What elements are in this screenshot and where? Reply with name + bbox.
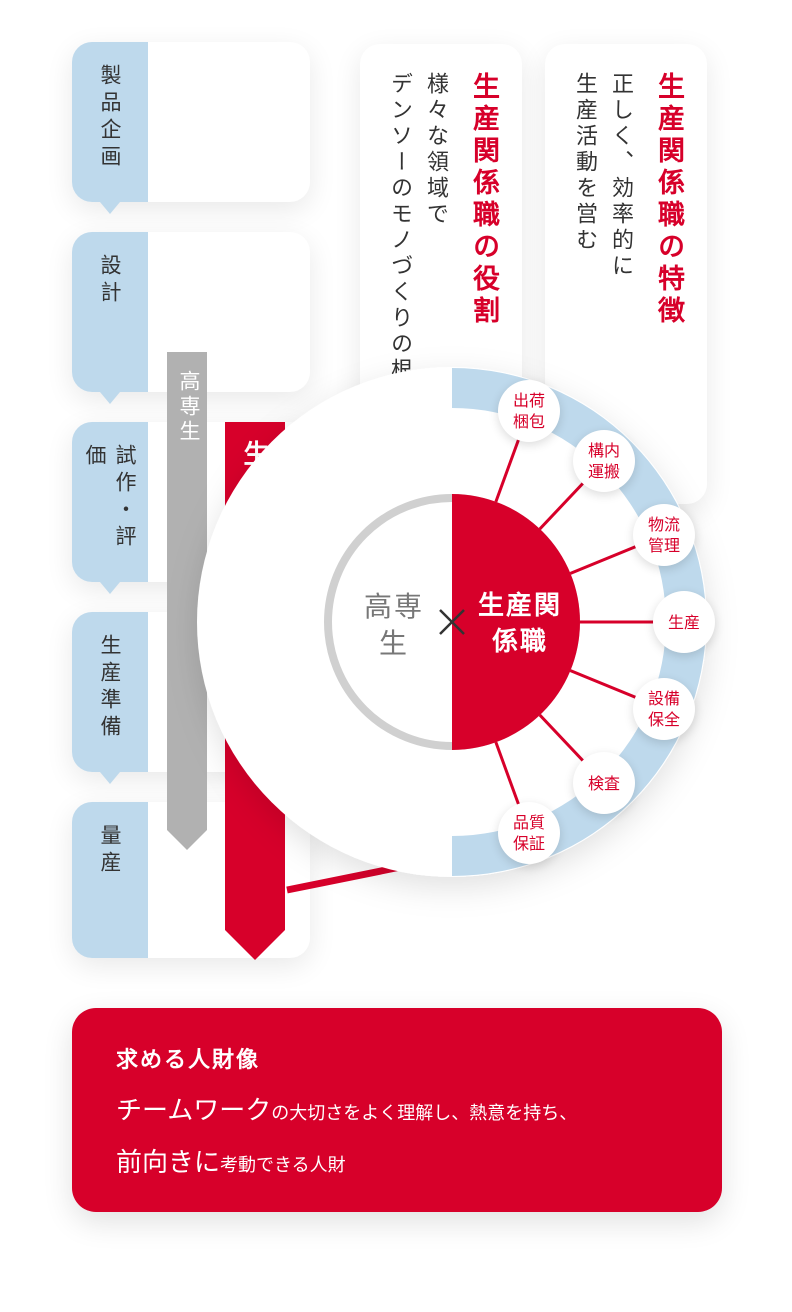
stage-label: 試作・評価 (83, 444, 137, 552)
stage-arrow (100, 772, 120, 784)
stage-card-planning: 製品企画 (72, 42, 310, 214)
stage-arrow (100, 582, 120, 594)
cross-mark-line (439, 609, 465, 635)
stage-arrow (100, 202, 120, 214)
stage-tab (72, 612, 148, 772)
domain-node: 構内運搬 (573, 430, 635, 492)
feature-line-2: 生産活動を営む (572, 72, 597, 254)
domain-node: 設備保全 (633, 678, 695, 740)
stage-label: 設計 (98, 254, 122, 308)
domain-node: 出荷梱包 (498, 380, 560, 442)
feature-title: 生産関係職の特徴 (653, 72, 684, 328)
stage-tab (72, 422, 148, 582)
stage-tab (72, 232, 148, 392)
stage-tab (72, 42, 148, 202)
role-title: 生産関係職の役割 (468, 72, 499, 328)
domain-node: 検査 (573, 752, 635, 814)
circle-production-label: 生産関係職 (477, 591, 562, 657)
role-line-1: 様々な領域で (423, 72, 448, 228)
feature-line-1: 正しく、効率的に (608, 72, 633, 280)
cross-mark: × (0, 0, 1, 1)
domain-node: 物流管理 (633, 504, 695, 566)
stage-label: 生産準備 (98, 634, 122, 742)
desired-talent-box: 求める人財像 チームワークの大切さをよく理解し、熱意を持ち、 前向きに考動できる… (72, 1008, 722, 1212)
production-half (452, 494, 580, 750)
feature-panel: 生産関係職の特徴 正しく、効率的に 生産活動を営む (545, 44, 707, 504)
circle-kosen-label: 高専生 (363, 590, 424, 660)
domain-node: 品質保証 (498, 802, 560, 864)
desired-talent-title: 求める人財像 (116, 1048, 261, 1073)
desired-talent-line-1: チームワークの大切さをよく理解し、熱意を持ち、 (116, 1096, 578, 1126)
stage-label: 量産 (98, 824, 122, 878)
desired-talent-line-2: 前向きに考動できる人財 (116, 1148, 346, 1178)
domain-node: 生産 (653, 591, 715, 653)
stage-tab (72, 802, 148, 958)
stage-label: 製品企画 (98, 64, 122, 172)
domain-arc-band (452, 368, 706, 876)
stage-arrow (100, 392, 120, 404)
kosen-bar (167, 352, 207, 850)
kosen-bar-label: 高専生 (177, 370, 201, 445)
